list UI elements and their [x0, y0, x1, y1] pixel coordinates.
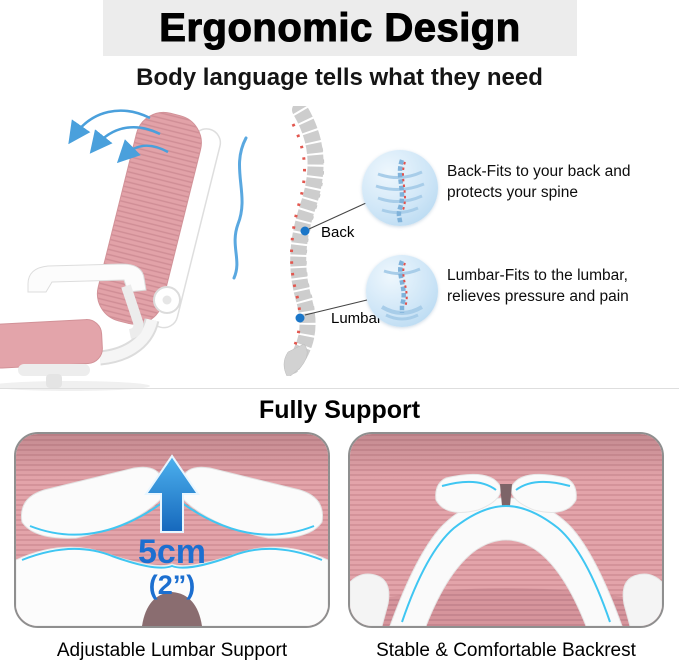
recline-arrows-icon [68, 109, 169, 164]
back-anatomy-art [375, 159, 425, 225]
lumbar-description: Lumbar-Fits to the lumbar, relieves pres… [447, 267, 629, 305]
lumbar-support-art [16, 434, 328, 626]
back-label: Back [321, 224, 355, 241]
spine-illustration [283, 106, 325, 376]
page-title: Ergonomic Design [159, 5, 521, 50]
back-description: Back-Fits to your back and protects your… [447, 163, 631, 201]
section-divider [0, 388, 679, 389]
lumbar-height-unit: (2”) [148, 569, 196, 600]
lumbar-marker-dot [295, 313, 305, 323]
backrest-art [350, 434, 662, 626]
lumbar-detail-circle [366, 255, 438, 327]
lumbar-anatomy-art [380, 260, 424, 321]
lumbar-up-arrow-icon [144, 454, 200, 533]
back-detail-circle [362, 150, 438, 226]
backrest-panel-caption: Stable & Comfortable Backrest [376, 640, 636, 661]
ergonomic-diagram: Back Lumbar [0, 100, 679, 391]
lumbar-panel-caption: Adjustable Lumbar Support [56, 640, 288, 661]
spine-curve-line [232, 136, 248, 280]
lumbar-height-value: 5cm [137, 533, 207, 571]
back-marker-dot [300, 226, 310, 236]
lumbar-support-panel: 5cm (2”) [14, 432, 330, 628]
chair-armrest [27, 263, 147, 339]
chair-side-illustration [0, 109, 222, 391]
lumbar-label: Lumbar [331, 310, 382, 327]
backrest-panel [348, 432, 664, 628]
lumbar-height-measure: 5cm (2”) [16, 534, 328, 600]
page-subtitle: Body language tells what they need [136, 64, 543, 91]
title-banner: Ergonomic Design [103, 0, 577, 56]
support-heading: Fully Support [258, 396, 421, 424]
leader-lines [295, 202, 368, 323]
